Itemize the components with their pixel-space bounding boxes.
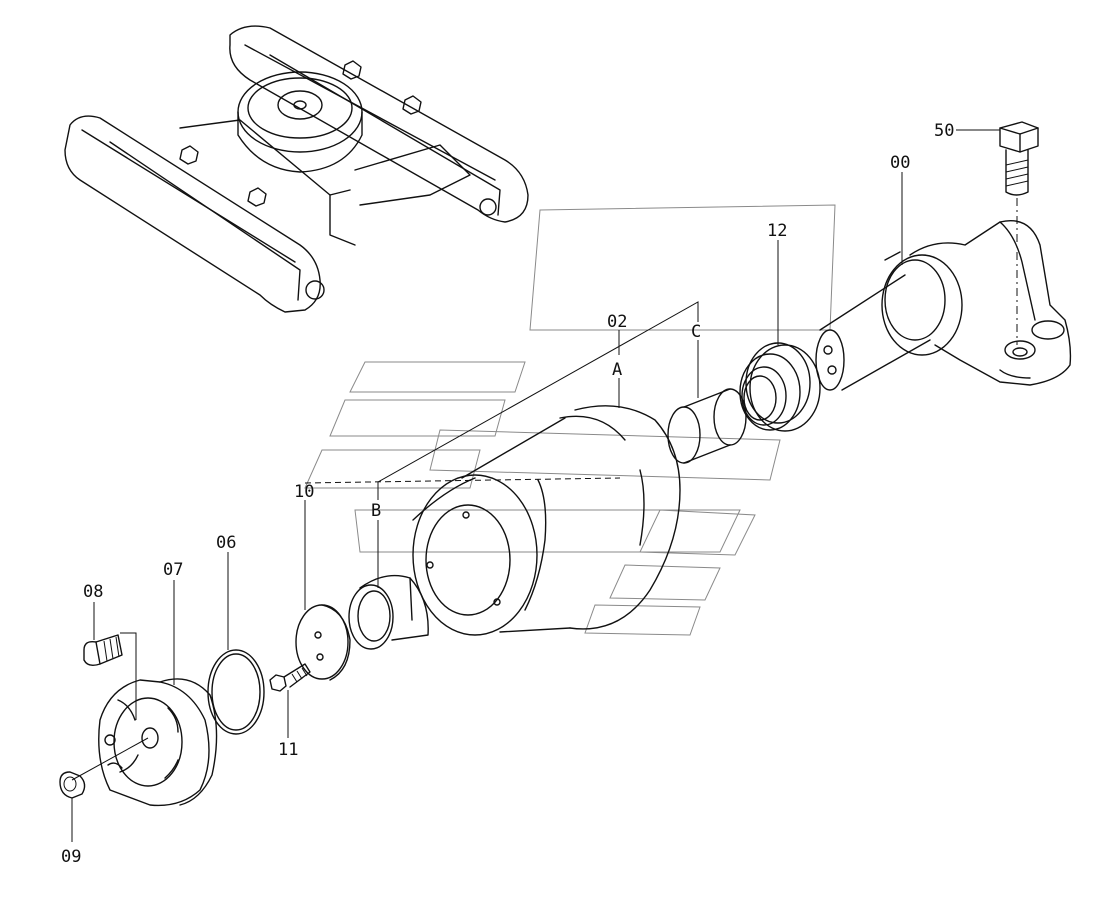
watermark-logo bbox=[304, 204, 836, 636]
callout-10: 10 bbox=[294, 482, 314, 502]
callout-12: 12 bbox=[767, 221, 787, 241]
bolt-part-50 bbox=[999, 121, 1039, 345]
bushing-part-b bbox=[348, 574, 429, 650]
leader-lines bbox=[71, 129, 1000, 842]
callout-00: 00 bbox=[890, 153, 910, 173]
callout-labels: 50 00 12 02 A C B 10 06 07 08 11 09 bbox=[61, 121, 954, 867]
track-frame-assembly bbox=[64, 25, 529, 313]
shaft-bracket-part-00 bbox=[815, 220, 1072, 391]
callout-09: 09 bbox=[61, 847, 81, 867]
callout-11: 11 bbox=[278, 740, 298, 760]
callout-50: 50 bbox=[934, 121, 954, 141]
callout-06: 06 bbox=[216, 533, 236, 553]
roller-body-part-02 bbox=[412, 405, 681, 636]
callout-c: C bbox=[691, 322, 701, 342]
bushing-part-c bbox=[667, 388, 747, 464]
callout-b: B bbox=[371, 501, 381, 521]
seal-part-12 bbox=[739, 342, 821, 432]
callout-08: 08 bbox=[83, 582, 103, 602]
callout-07: 07 bbox=[163, 560, 183, 580]
thrust-plate-part-10 bbox=[295, 604, 351, 681]
end-cover-part-07 bbox=[98, 678, 218, 807]
plug-part-09 bbox=[59, 771, 86, 799]
callout-a: A bbox=[612, 360, 622, 380]
screw-part-08 bbox=[83, 634, 123, 667]
callout-02: 02 bbox=[607, 312, 627, 332]
screw-part-11 bbox=[269, 663, 311, 692]
